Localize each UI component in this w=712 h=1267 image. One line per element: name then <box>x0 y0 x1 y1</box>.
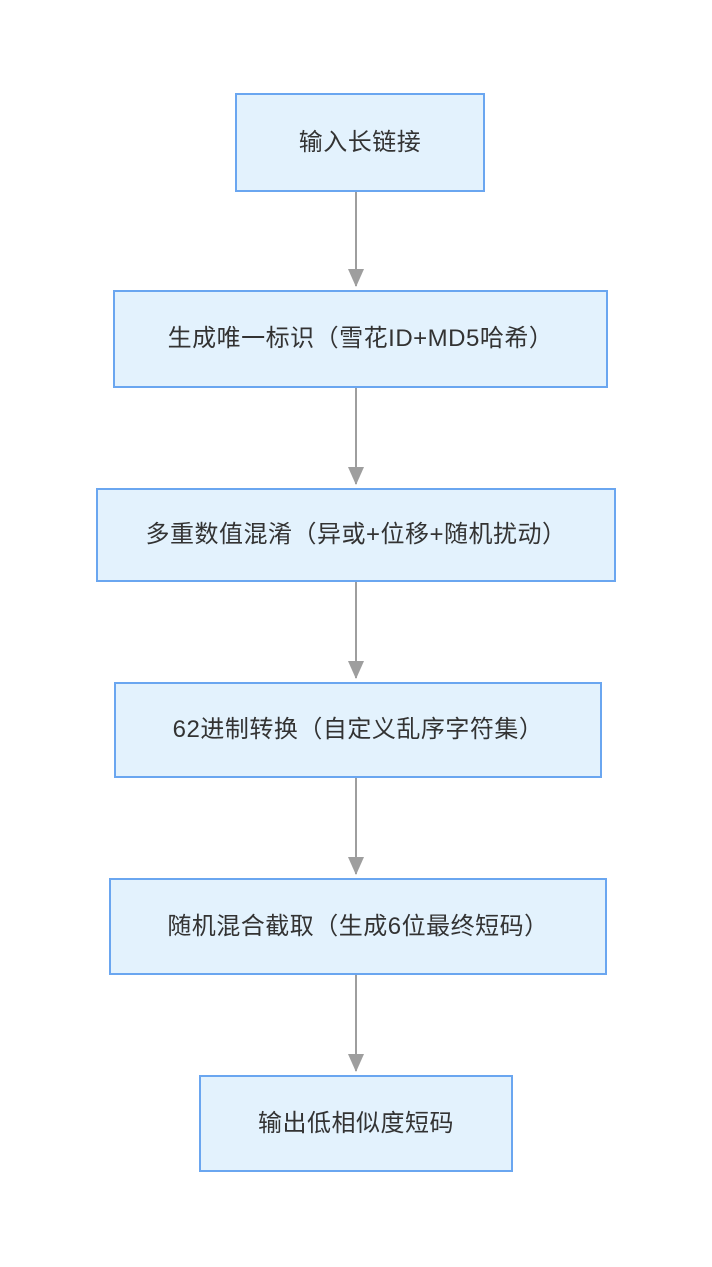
flowchart-node-input-long-url[interactable]: 输入长链接 <box>235 93 485 192</box>
flowchart-node-generate-unique-id[interactable]: 生成唯一标识（雪花ID+MD5哈希） <box>113 290 608 388</box>
flowchart-node-random-mix-truncate[interactable]: 随机混合截取（生成6位最终短码） <box>109 878 607 975</box>
node-label: 62进制转换（自定义乱序字符集） <box>172 716 544 744</box>
flowchart-node-multi-obfuscation[interactable]: 多重数值混淆（异或+位移+随机扰动） <box>96 488 616 582</box>
node-label: 输出低相似度短码 <box>258 1109 454 1137</box>
node-label: 多重数值混淆（异或+位移+随机扰动） <box>145 521 567 549</box>
flowchart-node-output-short-code[interactable]: 输出低相似度短码 <box>199 1075 513 1172</box>
node-label: 输入长链接 <box>298 128 422 156</box>
flowchart-node-base62-conversion[interactable]: 62进制转换（自定义乱序字符集） <box>114 682 602 778</box>
node-label: 生成唯一标识（雪花ID+MD5哈希） <box>167 325 554 353</box>
node-label: 随机混合截取（生成6位最终短码） <box>167 912 549 940</box>
